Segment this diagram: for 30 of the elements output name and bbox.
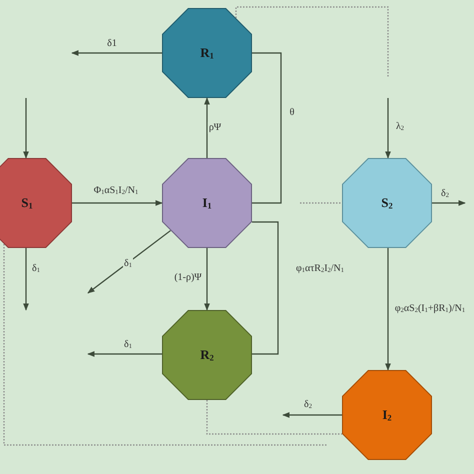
edge-label: ρΨ	[208, 122, 222, 134]
arrow	[385, 248, 391, 371]
arrow	[204, 248, 210, 311]
arrow	[87, 351, 162, 357]
node-label: S$_{2}$	[381, 195, 393, 211]
arrow	[432, 200, 466, 206]
node-label: I$_{1}$	[202, 195, 212, 211]
arrow	[23, 98, 29, 159]
octagon-node	[162, 158, 252, 248]
arrow	[282, 412, 342, 418]
octagon-node	[0, 158, 72, 248]
arrow	[71, 50, 162, 56]
edge-label: (1-ρ)Ψ	[173, 272, 203, 284]
node-label: R$_{2}$	[200, 347, 214, 363]
dotted-connector	[3, 244, 328, 446]
arrow	[87, 230, 171, 294]
node-label: I$_{2}$	[382, 407, 392, 423]
arrow	[204, 97, 210, 158]
arrow	[23, 248, 29, 311]
node-label: R$_{1}$	[200, 45, 214, 61]
octagon-node	[162, 310, 252, 400]
octagon-node	[342, 158, 432, 248]
dotted-connector	[206, 400, 342, 435]
octagon-node	[342, 370, 432, 460]
octagon-node	[162, 8, 252, 98]
arrow	[385, 98, 391, 159]
node-label: S$_{1}$	[21, 195, 33, 211]
dotted-connector	[235, 6, 389, 78]
dotted-connector	[300, 202, 342, 204]
arrow	[72, 200, 163, 206]
